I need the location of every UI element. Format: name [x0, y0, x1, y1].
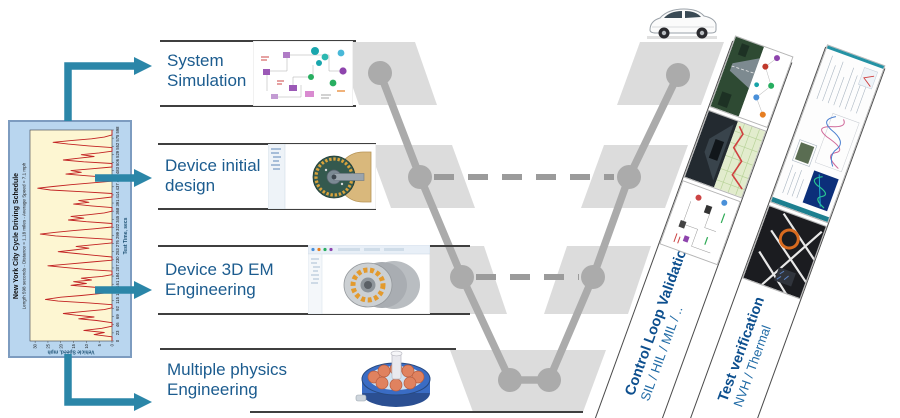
svg-text:391: 391 — [115, 199, 120, 207]
vehicle-interior-and-map-screenshot — [683, 109, 767, 199]
svg-text:30: 30 — [33, 343, 38, 348]
car-side-window — [685, 11, 701, 18]
plot-area — [29, 129, 113, 342]
svg-text:345: 345 — [115, 215, 120, 223]
row-label: Device 3D EM Engineering — [165, 260, 274, 300]
svg-text:552: 552 — [115, 142, 120, 150]
strip-screenshots — [742, 44, 886, 300]
arrow-to-multiphysics — [64, 354, 135, 406]
svg-text:161: 161 — [115, 280, 120, 288]
driving-cycle-chart: New York City Cycle Driving Schedule Len… — [8, 120, 132, 358]
svg-text:25: 25 — [46, 343, 51, 348]
svg-text:20: 20 — [58, 343, 63, 348]
svg-text:506: 506 — [115, 158, 120, 166]
svg-text:92: 92 — [115, 306, 120, 311]
row-multiple-physics: Multiple physics Engineering — [160, 348, 456, 412]
svg-text:230: 230 — [115, 256, 120, 264]
analysis-mini — [771, 44, 886, 223]
svg-text:15: 15 — [71, 343, 76, 348]
svg-text:5: 5 — [97, 343, 102, 346]
multiphysics-thermal-model — [352, 349, 441, 411]
svg-text:0: 0 — [110, 343, 115, 346]
system-simulation-schematic — [253, 41, 353, 106]
arrow-to-system-simulation — [64, 62, 135, 121]
thermal-graphic — [355, 350, 431, 407]
arrowhead-icon — [134, 393, 152, 411]
interior-map-mini — [684, 109, 767, 198]
svg-text:184: 184 — [115, 272, 120, 280]
test-rig-photo — [742, 204, 827, 300]
time-axis-label: Test Time, secs — [123, 217, 129, 254]
scene-model-mini — [710, 35, 794, 128]
svg-text:414: 414 — [115, 191, 120, 199]
svg-text:575: 575 — [115, 134, 120, 142]
device-cad-model — [268, 144, 376, 209]
svg-text:460: 460 — [115, 175, 120, 183]
cad-graphic — [268, 144, 376, 209]
svg-text:368: 368 — [115, 207, 120, 215]
bottom-rule-line — [250, 411, 583, 413]
chart-subtitle: Length 598 seconds - Distance = 1.18 mil… — [22, 162, 27, 309]
svg-text:69: 69 — [115, 314, 120, 319]
row-label: Multiple physics Engineering — [167, 360, 287, 400]
cycle-chart-svg: New York City Cycle Driving Schedule Len… — [13, 126, 129, 355]
strip-text: Control Loop Validation SIL / HIL / MIL … — [607, 239, 716, 408]
svg-text:0: 0 — [115, 339, 120, 342]
svg-text:10: 10 — [84, 343, 89, 348]
driving-scene-and-model-screenshot — [709, 35, 794, 129]
arrowhead-icon — [134, 281, 152, 299]
em-model-graphic — [308, 245, 430, 314]
svg-text:23: 23 — [115, 330, 120, 335]
speed-trace — [37, 130, 113, 341]
motor-3d-em-model — [308, 245, 430, 314]
v-bottom-trapezoid — [450, 350, 606, 412]
speed-axis-ticks: 0 5 10 15 20 25 30 — [33, 341, 115, 349]
svg-text:598: 598 — [115, 126, 120, 134]
row-label: Device initial design — [165, 156, 261, 196]
svg-text:322: 322 — [115, 223, 120, 231]
row-device-initial-design: Device initial design — [158, 143, 376, 210]
arrowhead-icon — [134, 57, 152, 75]
svg-text:138: 138 — [115, 288, 120, 296]
analysis-software-screenshot — [769, 44, 886, 224]
svg-text:529: 529 — [115, 150, 120, 158]
row-label: System Simulation — [167, 51, 247, 91]
svg-text:437: 437 — [115, 183, 120, 191]
arrowhead-icon — [134, 169, 152, 187]
test-verification-strip: Test verification NVH / Thermal — [685, 44, 886, 418]
vehicle-photo — [647, 8, 717, 39]
svg-text:46: 46 — [115, 322, 120, 327]
svg-text:253: 253 — [115, 248, 120, 256]
svg-text:115: 115 — [115, 296, 120, 303]
wheel-hub — [661, 30, 667, 36]
schematic-graphic — [253, 41, 353, 106]
time-axis-ticks: 0234669921151381611842072302532762993223… — [112, 126, 120, 342]
svg-text:276: 276 — [115, 239, 120, 247]
test-rig-mini — [743, 204, 827, 299]
car-windshield — [664, 11, 682, 18]
chart-rotated-content: New York City Cycle Driving Schedule Len… — [10, 122, 130, 356]
svg-text:299: 299 — [115, 231, 120, 239]
speed-axis-label: Vehicle Speed, mph — [48, 349, 95, 355]
chart-title: New York City Cycle Driving Schedule — [13, 173, 20, 299]
strip-text: Test verification NVH / Thermal — [700, 282, 799, 414]
car-shadow — [647, 36, 717, 39]
svg-text:483: 483 — [115, 166, 120, 174]
svg-text:207: 207 — [115, 264, 120, 272]
wheel-hub — [699, 30, 705, 36]
